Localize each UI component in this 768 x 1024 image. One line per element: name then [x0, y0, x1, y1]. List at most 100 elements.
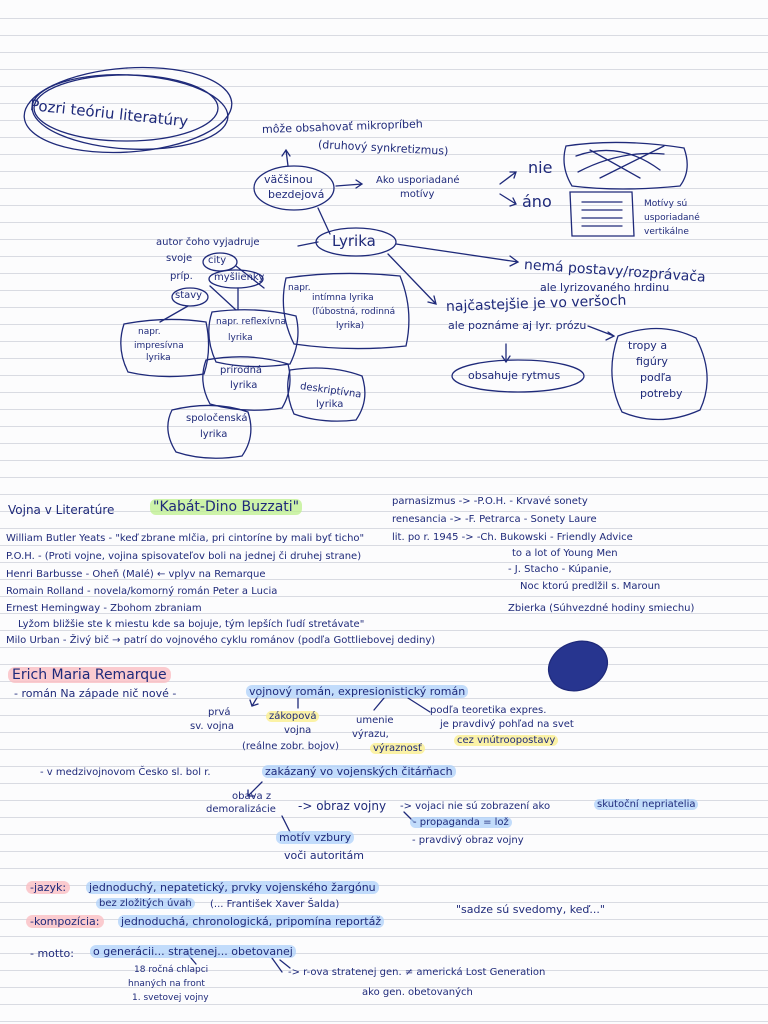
remarque-highlight: Erich Maria Remarque	[8, 667, 171, 683]
nie-box	[563, 141, 688, 190]
pravdivy: - pravdivý obraz vojny	[412, 835, 524, 846]
tropy-4: potreby	[640, 387, 683, 400]
motivy-note-2: usporiadané	[644, 213, 700, 223]
reflexivna-2: lyrika	[228, 333, 253, 343]
label-stavy: stavy	[175, 290, 203, 301]
war-right-2: renesancia -> -F. Petrarca - Sonety Laur…	[392, 514, 597, 525]
umenie-1: umenie	[356, 715, 394, 726]
war-bullet-5: Ernest Hemingway - Zbohom zbraniam	[6, 603, 202, 614]
label-ano: áno	[522, 192, 552, 211]
umenie-2: výrazu,	[352, 729, 389, 740]
war-right-3: lit. po r. 1945 -> -Ch. Bukowski - Frien…	[392, 532, 633, 543]
war-right-4: to a lot of Young Men	[512, 548, 618, 559]
arrow-bezdejova-up	[281, 148, 291, 167]
prva-2: sv. vojna	[190, 721, 234, 732]
skutocni: skutoční nepriatelia	[594, 799, 699, 811]
jazyk-1: jednoduchý, nepatetický, prvky vojenskéh…	[86, 881, 379, 894]
node-motivy-1: Ako usporiadané	[376, 175, 460, 186]
genre-highlight: vojnový román, expresionistický román	[246, 685, 469, 698]
zakaz-highlight: zakázaný vo vojenských čitárňach	[262, 765, 456, 778]
war-heading: Vojna v Literatúre	[8, 503, 115, 517]
arrow-motiv	[281, 815, 291, 833]
reflexivna-1: napr. reflexívna	[216, 317, 286, 327]
arrow-teoreticke	[407, 697, 431, 713]
motto-6: ako gen. obetovaných	[362, 987, 473, 998]
vnutroposta-highlight: cez vnútroopostavy	[454, 735, 559, 746]
tropy-3: podľa	[640, 371, 672, 384]
jazyk-1-highlight: jednoduchý, nepatetický, prvky vojenskéh…	[86, 881, 379, 894]
kompozicia: jednoduchá, chronologická, pripomína rep…	[118, 915, 385, 928]
prva-1: prvá	[208, 707, 231, 718]
kompozicia-highlight: jednoduchá, chronologická, pripomína rep…	[118, 915, 385, 928]
deskriptivna-blob	[287, 367, 366, 422]
arrow-ano	[499, 193, 517, 207]
link-city-myslienky	[159, 265, 265, 323]
motto-4: 1. svetovej vojny	[132, 993, 209, 1003]
nie-scribble	[575, 145, 665, 179]
label-myslienky: myšlienky	[214, 272, 265, 283]
remarque-name: Erich Maria Remarque	[8, 667, 171, 683]
motto-2: 18 ročná chlapci	[134, 965, 209, 975]
intimna-2: intímna lyrika	[312, 293, 374, 303]
najcastejsie-2: ale poznáme aj lyr. prózu	[448, 319, 587, 332]
motto-highlight: o generácii... stratenej... obetovanej	[90, 945, 296, 958]
spolocenska-2: lyrika	[200, 429, 228, 440]
motiv-1: motív vzbury	[276, 831, 355, 844]
arrow-umenie	[373, 697, 385, 711]
remarque-genre: vojnový román, expresionistický román	[246, 685, 469, 698]
spolocenska-1: spoločenská	[186, 413, 248, 424]
deskriptivna-2: lyrika	[316, 399, 344, 410]
vojaci: -> vojaci nie sú zobrazení ako	[400, 801, 551, 812]
label-postoje-prefix: príp.	[170, 271, 193, 282]
war-right-6: Noc ktorú predlžil s. Maroun	[520, 581, 661, 592]
jazyk-2: bez zložitých úvah	[96, 898, 195, 910]
arrow-motto-2	[271, 957, 283, 973]
myslienky-oval	[208, 269, 264, 289]
zakopova-1: zákopová	[266, 711, 320, 723]
war-bullet-3: Henri Barbusse - Oheň (Malé) ← vplyv na …	[6, 569, 266, 580]
motto-5: -> r-ova stratenej gen. ≠ americká Lost …	[288, 967, 546, 978]
kompozicia-label: -kompozícia:	[26, 915, 104, 928]
rytmus: obsahuje rytmus	[468, 369, 561, 382]
zakaz-prefix: - v medzivojnovom Česko sl. bol r.	[40, 767, 211, 778]
war-bullet-6: Lyžom bližšie ste k miestu kde sa bojuje…	[18, 619, 365, 630]
vnutroposta: cez vnútroopostavy	[454, 735, 559, 747]
stavy-oval	[171, 287, 209, 307]
jazyk-label: -jazyk:	[26, 881, 71, 894]
prirodna-2: lyrika	[230, 380, 258, 391]
impresivna-2: impresívna	[134, 341, 184, 351]
tropy-2: figúry	[636, 355, 668, 368]
war-right-7: Zbierka (Súhvezdné hodiny smiechu)	[508, 603, 695, 614]
zakopova-highlight: zákopová	[266, 711, 320, 722]
bracket-motto	[279, 959, 291, 969]
motivy-note-3: vertikálne	[644, 227, 689, 237]
vyraznost-highlight: výraznosť	[370, 743, 425, 754]
node-bezdejova-2: bezdejová	[268, 188, 325, 201]
teoreticke-2: je pravdivý pohľad na svet	[440, 719, 574, 730]
rytmus-oval	[451, 359, 585, 393]
obavu-2: demoralizácie	[206, 804, 276, 815]
zakopova-2: vojna	[284, 725, 312, 736]
motto-label: - motto:	[30, 947, 74, 960]
jazyk-label-highlight: -jazyk:	[26, 881, 71, 894]
motto: o generácii... stratenej... obetovanej	[90, 945, 296, 958]
lyr-hrdina: ale lyrizovaného hrdinu	[540, 281, 670, 294]
motivy-note-1: Motívy sú	[644, 199, 688, 209]
arrow-najcastejsie	[387, 253, 437, 305]
node-bezdejova-1: väčšinou	[264, 173, 313, 186]
city-oval	[202, 252, 238, 272]
kompozicia-label-highlight: -kompozícia:	[26, 915, 104, 928]
skutocni-highlight: skutoční nepriatelia	[594, 799, 699, 810]
war-right-1: parnasizmus -> -P.O.H. - Krvavé sonety	[392, 496, 588, 507]
vyraznost: výraznosť	[370, 743, 425, 755]
lyrika-center: Lyrika	[332, 232, 376, 250]
war-bullet-4: Romain Rolland - novela/komorný román Pe…	[6, 586, 278, 597]
intimna-1: napr.	[288, 283, 311, 293]
tropy-1: tropy a	[628, 339, 668, 352]
propaganda: - propaganda = lož	[410, 817, 512, 829]
impresivna-3: lyrika	[146, 353, 171, 363]
motto-3: hnaných na front	[128, 979, 205, 989]
arrow-obava	[247, 781, 263, 797]
ano-lines	[581, 201, 623, 227]
obraz: -> obraz vojny	[298, 799, 387, 813]
